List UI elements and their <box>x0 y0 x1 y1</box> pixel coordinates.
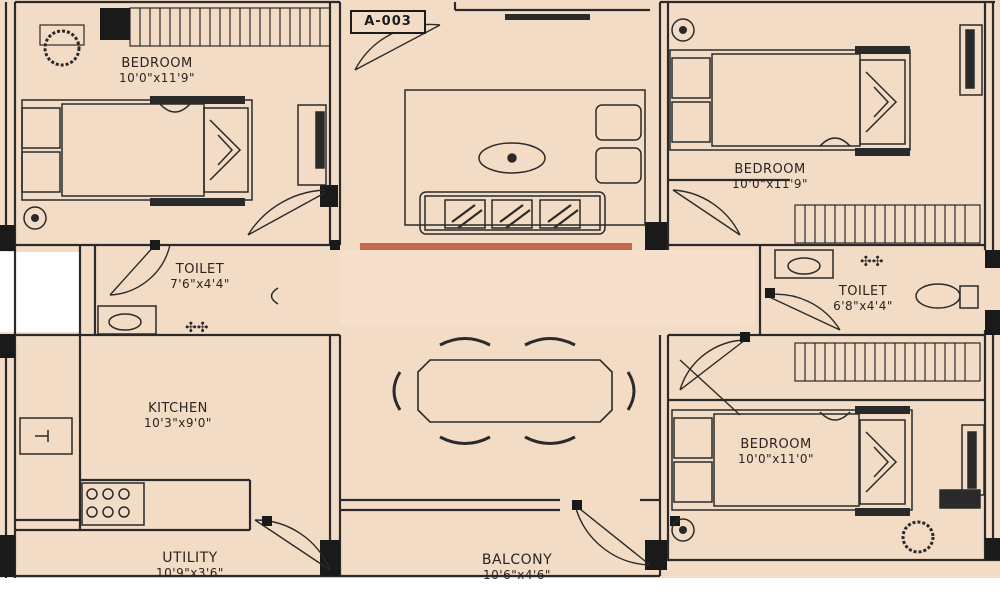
room-dims: 10'0"x11'0" <box>737 452 815 466</box>
room-label-toilet-right: TOILET 6'8"x4'4" <box>828 284 898 314</box>
lamp-icon-center <box>31 214 39 222</box>
dining-set <box>392 337 636 445</box>
room-dims: 10'0"x11'9" <box>118 71 196 85</box>
plant-box <box>39 24 85 46</box>
room-name: UTILITY <box>162 550 218 566</box>
room-name: TOILET <box>838 284 888 299</box>
lamp-icon-bottom-right <box>671 518 695 542</box>
columns <box>0 185 1000 577</box>
left-opening <box>0 252 80 332</box>
room-label-kitchen: KITCHEN 10'3"x9'0" <box>128 401 228 431</box>
svg-text:✣✣: ✣✣ <box>860 254 884 270</box>
door-hinges <box>150 188 775 526</box>
plant-icon <box>43 29 81 67</box>
wardrobe-bottom-right <box>939 424 985 509</box>
lamp-icon <box>23 206 47 230</box>
svg-text:✣✣: ✣✣ <box>185 320 209 336</box>
room-dims: 10'0"x11'9" <box>731 177 809 191</box>
room-label-bedroom-bottom-right: BEDROOM 10'0"x11'0" <box>726 437 826 467</box>
room-dims: 6'8"x4'4" <box>833 299 893 313</box>
blank-patch <box>340 250 755 325</box>
room-name: BEDROOM <box>740 437 812 452</box>
bed-top-left <box>21 96 253 206</box>
tv-unit <box>505 14 590 20</box>
toilet-left-fixtures: ✣✣ <box>97 287 279 336</box>
room-label-bedroom-top-left: BEDROOM 10'0"x11'9" <box>112 56 202 86</box>
room-dims: 10'6"x4'6" <box>483 568 551 582</box>
lamp-icon-top-right <box>671 18 695 42</box>
room-dims: 10'3"x9'0" <box>144 416 212 430</box>
toilet-right-fixtures: ✣✣ <box>774 249 979 309</box>
plant-icon-bottom-right <box>901 520 935 554</box>
living-set <box>404 89 646 235</box>
bed-bottom-right <box>671 406 913 516</box>
room-name: TOILET <box>175 262 225 277</box>
bottom-margin <box>0 578 1000 600</box>
room-name: KITCHEN <box>148 401 208 416</box>
wardrobe-top-right <box>959 24 983 96</box>
room-dims: 10'9"x3'6" <box>156 566 224 580</box>
room-label-bedroom-top-right: BEDROOM 10'0"x11'9" <box>720 162 820 192</box>
window-top-left-frame <box>100 8 130 40</box>
room-name: BEDROOM <box>121 56 193 71</box>
room-name: BEDROOM <box>734 162 806 177</box>
room-label-utility: UTILITY 10'9"x3'6" <box>140 551 240 581</box>
wardrobe-top-left <box>297 104 327 186</box>
room-name: BALCONY <box>481 552 553 568</box>
accent-band <box>360 243 632 250</box>
room-label-balcony: BALCONY 10'6"x4'6" <box>462 553 572 583</box>
kitchen-fixtures <box>19 417 145 526</box>
window-right-upper <box>794 204 981 244</box>
lamp-icon-bottom-right-center <box>679 526 687 534</box>
window-right-lower <box>794 342 981 382</box>
lamp-icon-top-right-center <box>679 26 687 34</box>
window-top-left <box>129 7 331 47</box>
unit-number-tag: A-003 <box>350 10 426 34</box>
bed-top-right <box>669 46 911 156</box>
room-label-toilet-left: TOILET 7'6"x4'4" <box>165 262 235 292</box>
room-dims: 7'6"x4'4" <box>170 277 230 291</box>
